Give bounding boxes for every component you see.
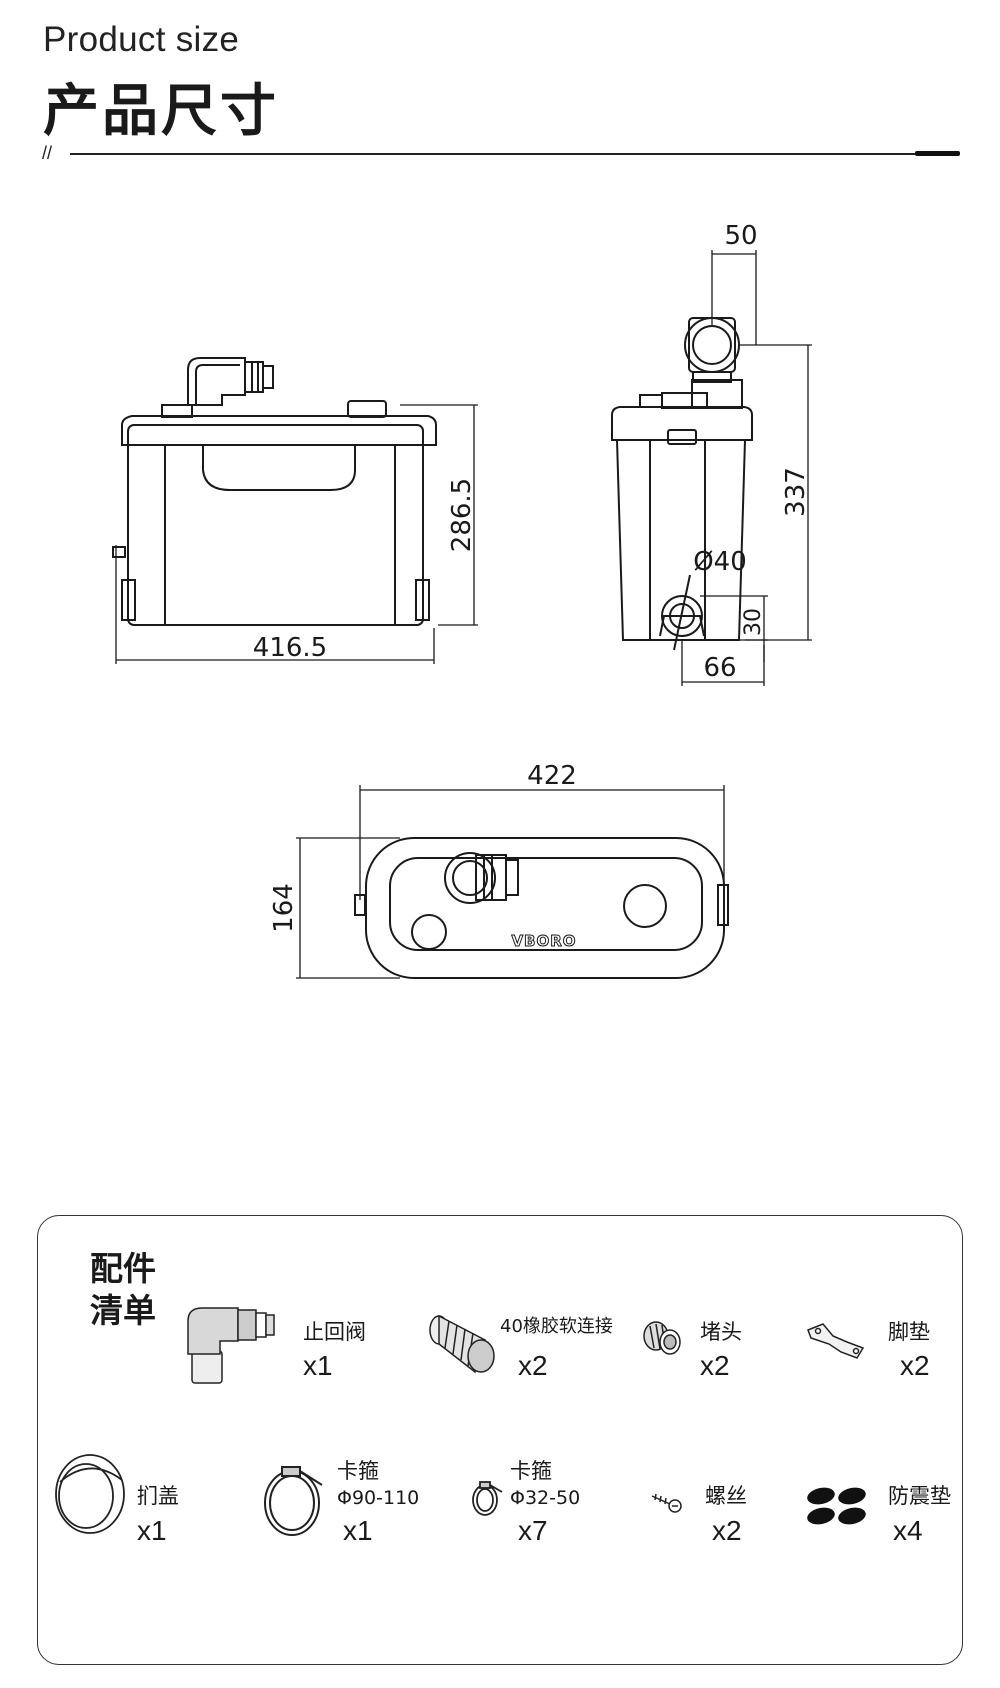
accessory-name-check-valve: 止回阀 — [303, 1320, 366, 1344]
accessory-qty-plug: x2 — [700, 1350, 730, 1381]
plug-icon — [643, 1321, 681, 1355]
header-title-cn: 产品尺寸 — [43, 79, 279, 144]
divider-line — [70, 153, 916, 155]
shock-pad-icon — [807, 1487, 866, 1525]
dim-side-height: 337 — [781, 467, 811, 517]
header-title-en: Product size — [43, 20, 240, 59]
cap-icon — [55, 1454, 125, 1534]
accessory-qty-cap: x1 — [137, 1515, 167, 1546]
large-clamp-icon — [264, 1466, 323, 1536]
small-clamp-icon — [472, 1481, 503, 1516]
accessory-name-large-clamp: 卡箍 — [337, 1459, 379, 1483]
accessory-qty-shock-pad: x4 — [893, 1515, 923, 1546]
dim-top-length: 422 — [527, 761, 577, 791]
accessory-qty-small-clamp: x7 — [518, 1515, 548, 1546]
dim-front-height: 286.5 — [447, 478, 477, 552]
accessory-name-small-clamp: 卡箍 — [510, 1459, 552, 1483]
accessory-qty-screw: x2 — [712, 1515, 742, 1546]
accessory-spec-large-clamp: Φ90-110 — [337, 1487, 420, 1509]
accessories-panel — [37, 1215, 963, 1665]
dim-side-top-offset: 50 — [724, 221, 757, 251]
dim-pipe-diameter: Ø40 — [693, 547, 747, 577]
front-view-drawing — [112, 357, 437, 626]
accessory-qty-rubber-connector: x2 — [518, 1350, 548, 1381]
accessories-title: 配件清单 — [90, 1249, 156, 1330]
accessory-name-cap: 扪盖 — [137, 1484, 179, 1508]
accessory-name-rubber-connector: 40橡胶软连接 — [500, 1316, 613, 1337]
dim-inlet-offset: 66 — [703, 653, 736, 683]
rubber-connector-icon — [429, 1314, 495, 1374]
brand-logo: VBORO — [511, 932, 576, 950]
accessory-spec-small-clamp: Φ32-50 — [510, 1487, 581, 1509]
dimension-drawings: 416.5 286.5 50 337 Ø40 30 66 422 164 VBO… — [112, 221, 812, 979]
screw-icon — [651, 1493, 682, 1513]
accessory-name-screw: 螺丝 — [705, 1484, 747, 1508]
check-valve-icon — [187, 1307, 275, 1384]
accessory-name-plug: 堵头 — [700, 1320, 742, 1344]
divider-end-accent — [915, 151, 960, 156]
dim-top-width: 164 — [269, 883, 299, 933]
dim-inlet-height: 30 — [741, 608, 766, 636]
accessory-name-shock-pad: 防震垫 — [888, 1484, 951, 1508]
accessory-qty-large-clamp: x1 — [343, 1515, 373, 1546]
accessory-qty-check-valve: x1 — [303, 1350, 333, 1381]
top-view-drawing — [354, 837, 729, 979]
side-view-drawing — [611, 317, 753, 651]
accessory-qty-foot-pad: x2 — [900, 1350, 930, 1381]
accessory-name-foot-pad: 脚垫 — [888, 1320, 930, 1344]
divider-mark: // — [42, 143, 53, 163]
dim-front-width: 416.5 — [253, 633, 327, 663]
foot-pad-icon — [807, 1323, 865, 1359]
